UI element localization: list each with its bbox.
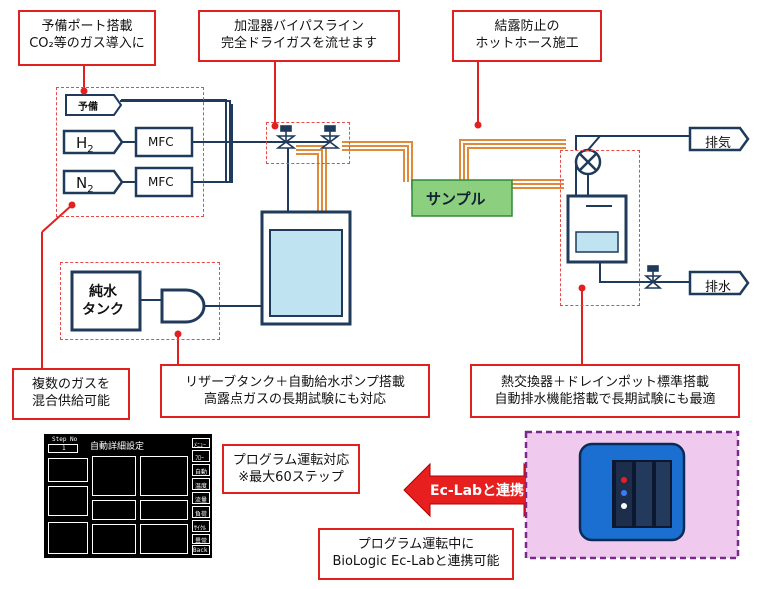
panel-button-2[interactable] [192,464,210,476]
panel-field-block-6 [140,500,188,520]
panel-button-6[interactable] [192,520,210,532]
bypass-valve-1 [275,125,297,149]
callout-bypass: 加湿器バイパスライン 完全ドライガスを流せます [198,10,400,62]
link-label: Ec-Labと連携 [430,483,525,499]
panel-button-2-label: 自動 [195,469,208,476]
panel-button-4[interactable] [192,492,210,504]
panel-field-block-5 [92,500,136,520]
panel-step-box [48,444,78,453]
panel-button-3-label: 温度 [195,483,208,490]
mfc-h2-label: MFC [148,135,174,149]
drain-label: 排水 [705,280,732,295]
sample-label: サンプル [426,190,486,208]
panel-field-block-3 [140,456,188,496]
reservoir-group [60,262,220,340]
panel-title: 自動詳細設定 [90,442,145,452]
drain-pot [566,194,628,264]
panel-field-block-9 [140,524,188,554]
panel-button-5-label: 負荷 [195,511,208,518]
sample-box [411,179,513,217]
program-control-panel: Step No 自動詳細設定 1 ﾒﾆｭｰ ﾌﾛｰ 自動 温度 流量 負荷 ｻｲ… [44,434,212,558]
exhaust-label: 排気 [705,136,732,151]
panel-menu-label: ﾒﾆｭｰ [194,442,207,449]
drain-outlet [688,270,750,296]
callout-heat-exchanger: 熱交換器＋ドレインポット標準搭載 自動排水機能搭載で長期試験にも最適 [470,364,740,418]
gas-inlet-group [56,87,204,217]
panel-field-block-7 [48,522,88,554]
panel-button-6-label: ｻｲｸﾙ [194,525,207,532]
spare-port-label: 予備 [78,102,98,113]
callout-anti-condensation: 結露防止の ホットホース施工 [452,10,602,62]
drain-valve [643,265,663,289]
callout-reservoir: リザーブタンク＋自動給水ポンプ搭載 高露点ガスの長期試験にも対応 [160,364,430,418]
exhaust-outlet [688,126,750,152]
panel-button-1-label: ﾌﾛｰ [195,455,205,462]
panel-back-label: Back [193,547,208,554]
n2-label: N2 [76,174,94,195]
panel-button-5[interactable] [192,506,210,518]
leader-dots [68,87,586,338]
n2-inlet [62,169,124,195]
callout-spare-port: 予備ポート搭載 CO₂等のガス導入に [18,10,156,66]
panel-back-button[interactable] [192,545,210,555]
panel-button-1[interactable] [192,450,210,462]
panel-button-4-label: 流量 [195,497,208,504]
panel-field-block-2 [92,456,136,496]
spare-port [65,94,123,116]
panel-field-block-8 [92,524,136,554]
mfc-n2 [134,166,194,198]
h2-label: H2 [76,134,94,155]
panel-step-no: Step No [52,436,78,443]
panel-field-block-1 [48,458,88,482]
panel-button-3[interactable] [192,478,210,490]
panel-button-7-label: 異常 [195,538,208,545]
bypass-valve-2 [319,125,341,149]
callout-mixed-gas: 複数のガスを 混合供給可能 [12,368,130,420]
panel-menu-button[interactable] [192,438,210,448]
h2-inlet [62,129,124,155]
heat-exchanger-group [560,150,640,306]
callout-program: プログラム運転対応 ※最大60ステップ [222,444,360,494]
callout-biologic: プログラム運転中に BioLogic Ec-Labと連携可能 [318,528,514,580]
bypass-group [266,122,350,164]
pure-water-tank-label: 純水 タンク [82,284,124,318]
feed-pump [140,288,206,324]
panel-step-value: 1 [62,445,66,452]
mfc-n2-label: MFC [148,175,174,189]
panel-button-7[interactable] [192,534,210,544]
panel-field-block-4 [48,486,88,516]
humidifier-tank [260,210,352,326]
biologic-device-icon [578,442,686,542]
